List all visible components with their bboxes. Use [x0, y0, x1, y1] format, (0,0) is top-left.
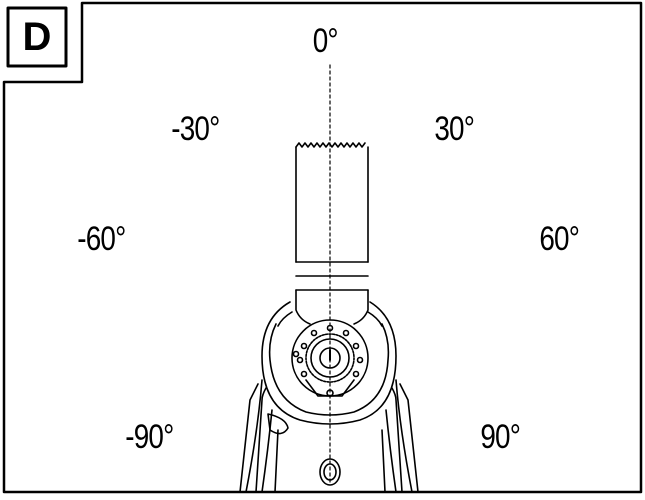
saw-blade	[295, 142, 369, 325]
angle-label-30: 30°	[434, 110, 475, 148]
angle-label-minus-90: -90°	[125, 418, 174, 456]
tool-body	[239, 379, 419, 493]
frame-border	[2, 1, 643, 494]
panel-letter-box	[6, 6, 68, 68]
lock-button	[319, 458, 341, 486]
angle-label-minus-60: -60°	[77, 220, 126, 258]
blade-teeth	[295, 142, 366, 148]
side-button-left	[267, 413, 289, 435]
angle-label-90: 90°	[480, 418, 521, 456]
angle-label-60: 60°	[539, 220, 580, 258]
angle-label-minus-30: -30°	[171, 110, 220, 148]
panel-letter: D	[22, 14, 52, 59]
tool-head	[261, 301, 397, 425]
angle-label-0: 0°	[312, 22, 339, 60]
